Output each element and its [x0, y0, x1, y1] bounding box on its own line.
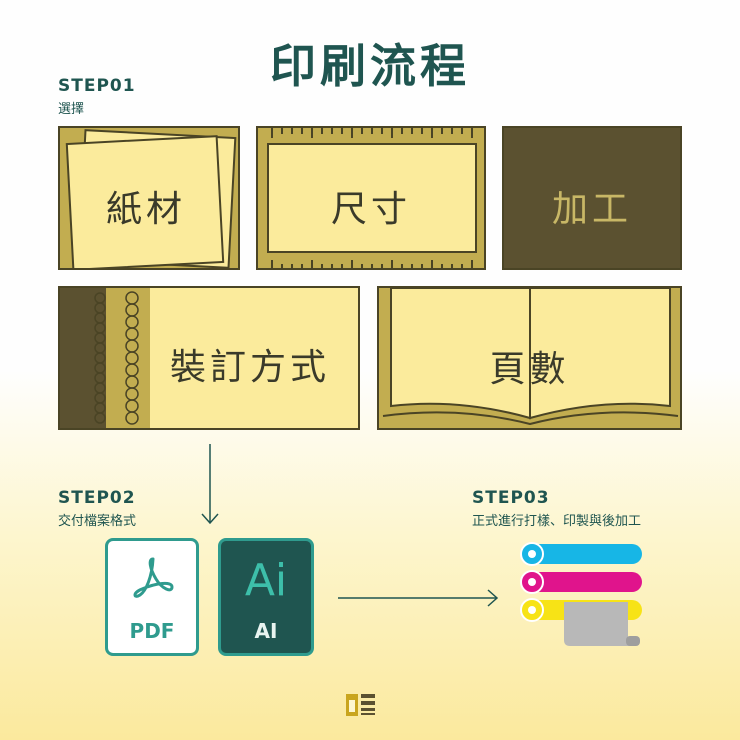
- pdf-label: PDF: [129, 619, 175, 643]
- option-paper-label: 紙材: [105, 189, 186, 230]
- step03-desc: 正式進行打樣、印製與後加工: [472, 514, 642, 529]
- ink-rolls-icon: [520, 542, 642, 646]
- option-pages-card[interactable]: 頁數: [377, 286, 682, 430]
- step02-desc: 交付檔案格式: [58, 514, 137, 529]
- logo-icon: [346, 694, 375, 716]
- option-paper-card[interactable]: 紙材: [58, 126, 240, 270]
- option-size-label: 尺寸: [330, 189, 411, 230]
- page-title: 印刷流程: [270, 39, 470, 93]
- down-arrow-icon: [201, 444, 219, 525]
- step01-label: STEP01: [58, 76, 136, 96]
- option-binding-label: 裝訂方式: [170, 347, 331, 388]
- right-arrow-icon: [338, 589, 499, 607]
- step01-heading: STEP01 選擇: [58, 76, 136, 117]
- ai-icon: Ai AI: [218, 538, 314, 656]
- step03-label: STEP03: [472, 488, 550, 508]
- step02-heading: STEP02 交付檔案格式: [58, 488, 136, 529]
- ruler-icon: [267, 128, 477, 268]
- step02-label: STEP02: [58, 488, 136, 508]
- option-size-card[interactable]: 尺寸: [256, 126, 486, 270]
- step01-desc: 選擇: [58, 102, 85, 117]
- option-pages-label: 頁數: [489, 349, 570, 390]
- spiral-binding-icon: [60, 288, 150, 428]
- option-binding-card[interactable]: 裝訂方式: [58, 286, 360, 430]
- pdf-icon: PDF: [105, 538, 199, 656]
- ai-glyph: Ai: [244, 555, 288, 606]
- paper-stack-icon: [65, 129, 237, 268]
- option-finishing-label: 加工: [551, 189, 632, 230]
- acrobat-symbol-icon: [133, 557, 174, 598]
- option-finishing-card[interactable]: 加工: [502, 126, 682, 270]
- ai-label: AI: [254, 619, 278, 643]
- step03-heading: STEP03 正式進行打樣、印製與後加工: [472, 488, 641, 529]
- open-book-icon: [382, 288, 679, 426]
